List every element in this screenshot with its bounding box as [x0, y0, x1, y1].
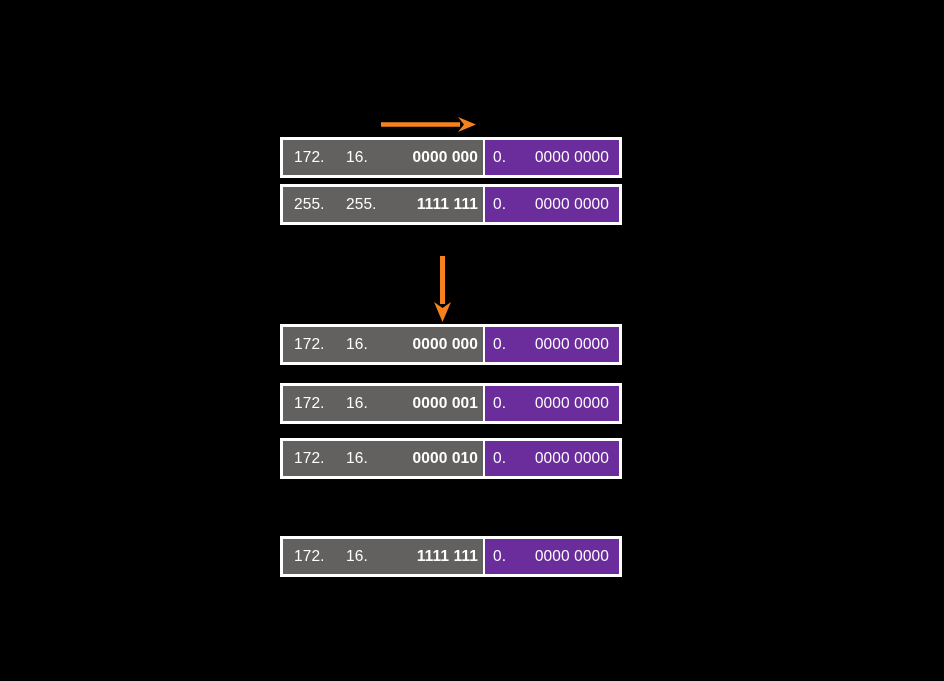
host-portion: 0. 0000 0000 — [483, 441, 619, 476]
subnet-mask-row[interactable]: 255. 255. 1111 111 0. 0000 0000 — [280, 184, 622, 225]
octet-1: 172. — [294, 148, 325, 166]
host-portion: 0. 0000 0000 — [483, 539, 619, 574]
network-bits: 0000 000 — [412, 335, 478, 353]
host-portion: 0. 0000 0000 — [483, 140, 619, 175]
host-octet: 0. — [493, 195, 507, 213]
network-portion: 172. 16. 0000 001 — [283, 386, 483, 421]
host-bits: 0000 0000 — [534, 547, 609, 565]
network-portion: 255. 255. 1111 111 — [283, 187, 483, 222]
network-bits: 1111 111 — [416, 195, 478, 213]
host-octet: 0. — [493, 335, 507, 353]
subnet-row-2[interactable]: 172. 16. 0000 010 0. 0000 0000 — [280, 438, 622, 479]
octet-1: 255. — [294, 195, 325, 213]
host-portion: 0. 0000 0000 — [483, 327, 619, 362]
host-bits: 0000 0000 — [534, 148, 609, 166]
host-bits: 0000 0000 — [534, 335, 609, 353]
octet-1: 172. — [294, 547, 325, 565]
enumerate-subnets-arrow — [428, 254, 458, 324]
octet-2: 16. — [346, 335, 368, 353]
network-bits: 0000 001 — [412, 394, 478, 412]
network-portion: 172. 16. 0000 000 — [283, 140, 483, 175]
octet-2: 255. — [346, 195, 377, 213]
octet-2: 16. — [346, 449, 368, 467]
network-portion: 172. 16. 0000 010 — [283, 441, 483, 476]
octet-1: 172. — [294, 449, 325, 467]
borrow-bits-arrow — [378, 112, 480, 138]
host-portion: 0. 0000 0000 — [483, 187, 619, 222]
host-bits: 0000 0000 — [534, 449, 609, 467]
network-bits: 1111 111 — [416, 547, 478, 565]
ip-address-row[interactable]: 172. 16. 0000 000 0. 0000 0000 — [280, 137, 622, 178]
network-bits: 0000 000 — [412, 148, 478, 166]
host-octet: 0. — [493, 449, 507, 467]
octet-1: 172. — [294, 335, 325, 353]
octet-1: 172. — [294, 394, 325, 412]
subnet-row-last[interactable]: 172. 16. 1111 111 0. 0000 0000 — [280, 536, 622, 577]
subnet-row-0[interactable]: 172. 16. 0000 000 0. 0000 0000 — [280, 324, 622, 365]
network-portion: 172. 16. 0000 000 — [283, 327, 483, 362]
octet-2: 16. — [346, 394, 368, 412]
host-octet: 0. — [493, 547, 507, 565]
network-bits: 0000 010 — [412, 449, 478, 467]
host-octet: 0. — [493, 394, 507, 412]
host-bits: 0000 0000 — [534, 394, 609, 412]
network-portion: 172. 16. 1111 111 — [283, 539, 483, 574]
host-portion: 0. 0000 0000 — [483, 386, 619, 421]
octet-2: 16. — [346, 148, 368, 166]
octet-2: 16. — [346, 547, 368, 565]
subnet-row-1[interactable]: 172. 16. 0000 001 0. 0000 0000 — [280, 383, 622, 424]
host-bits: 0000 0000 — [534, 195, 609, 213]
host-octet: 0. — [493, 148, 507, 166]
